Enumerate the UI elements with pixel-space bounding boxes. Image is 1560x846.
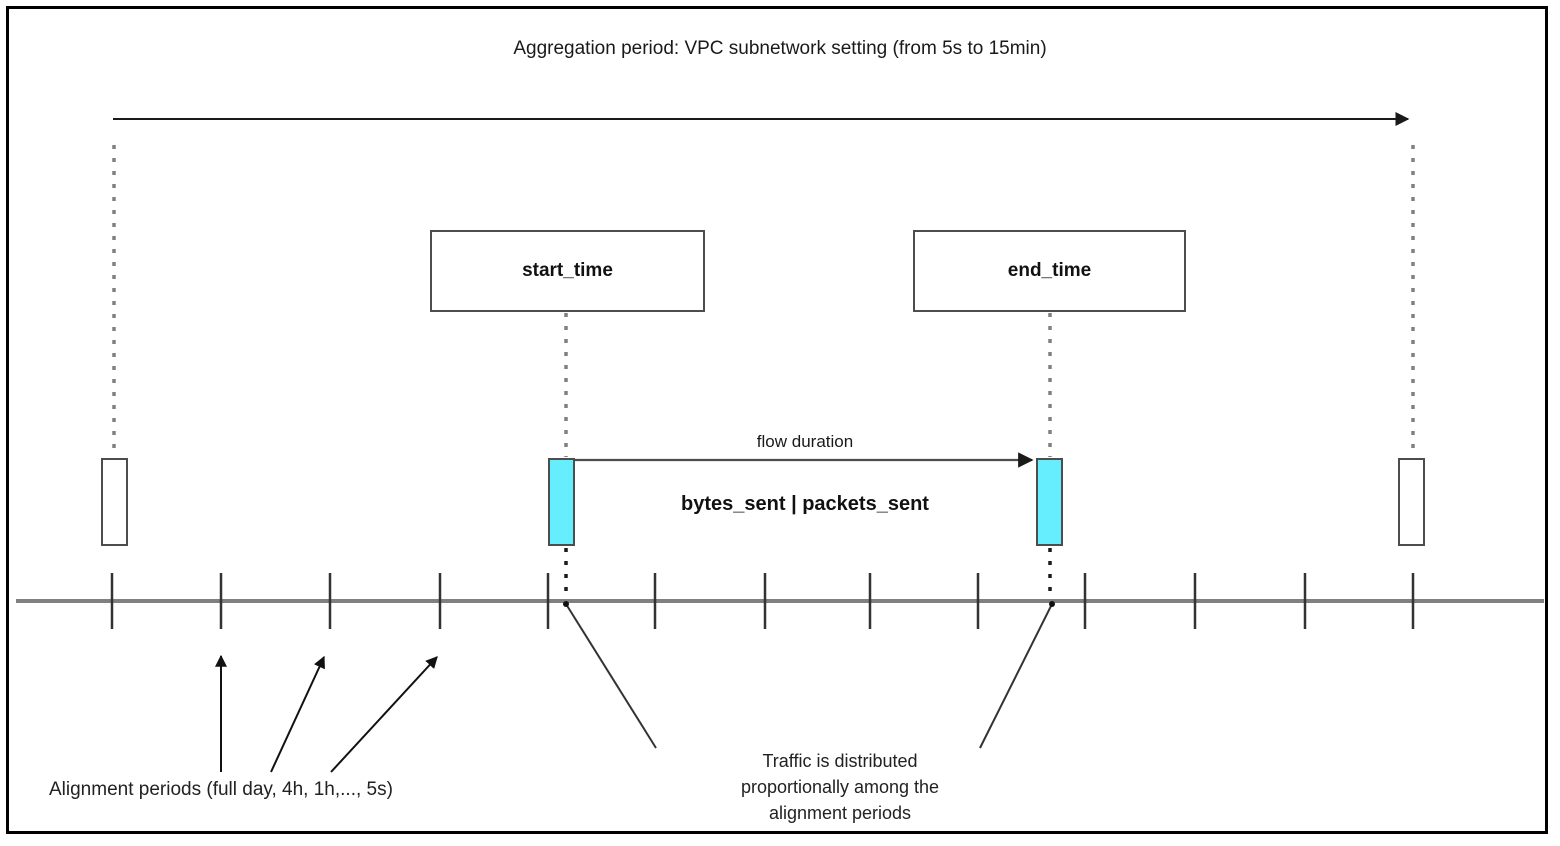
aggregation-end-bar: [1398, 458, 1425, 546]
traffic-note-line-1: Traffic is distributed: [762, 751, 918, 771]
flow-duration-label: flow duration: [756, 432, 854, 451]
traffic-distribution-note: Traffic is distributed proportionally am…: [690, 748, 990, 826]
flow-metrics-label: bytes_sent | packets_sent: [681, 493, 929, 515]
aggregation-period-title: Aggregation period: VPC subnetwork setti…: [513, 38, 1047, 59]
traffic-note-line-2: proportionally among the: [740, 777, 940, 797]
alignment-periods-label: Alignment periods (full day, 4h, 1h,...,…: [49, 779, 393, 800]
flow-start-activation-bar: [548, 458, 575, 546]
aggregation-start-bar: [101, 458, 128, 546]
traffic-note-line-3: alignment periods: [768, 803, 912, 823]
start-time-label: start_time: [522, 260, 613, 281]
end-time-label: end_time: [1007, 260, 1092, 281]
end-time-box: end_time: [913, 230, 1186, 312]
flow-end-activation-bar: [1036, 458, 1063, 546]
diagram-frame: [6, 6, 1548, 834]
start-time-box: start_time: [430, 230, 705, 312]
